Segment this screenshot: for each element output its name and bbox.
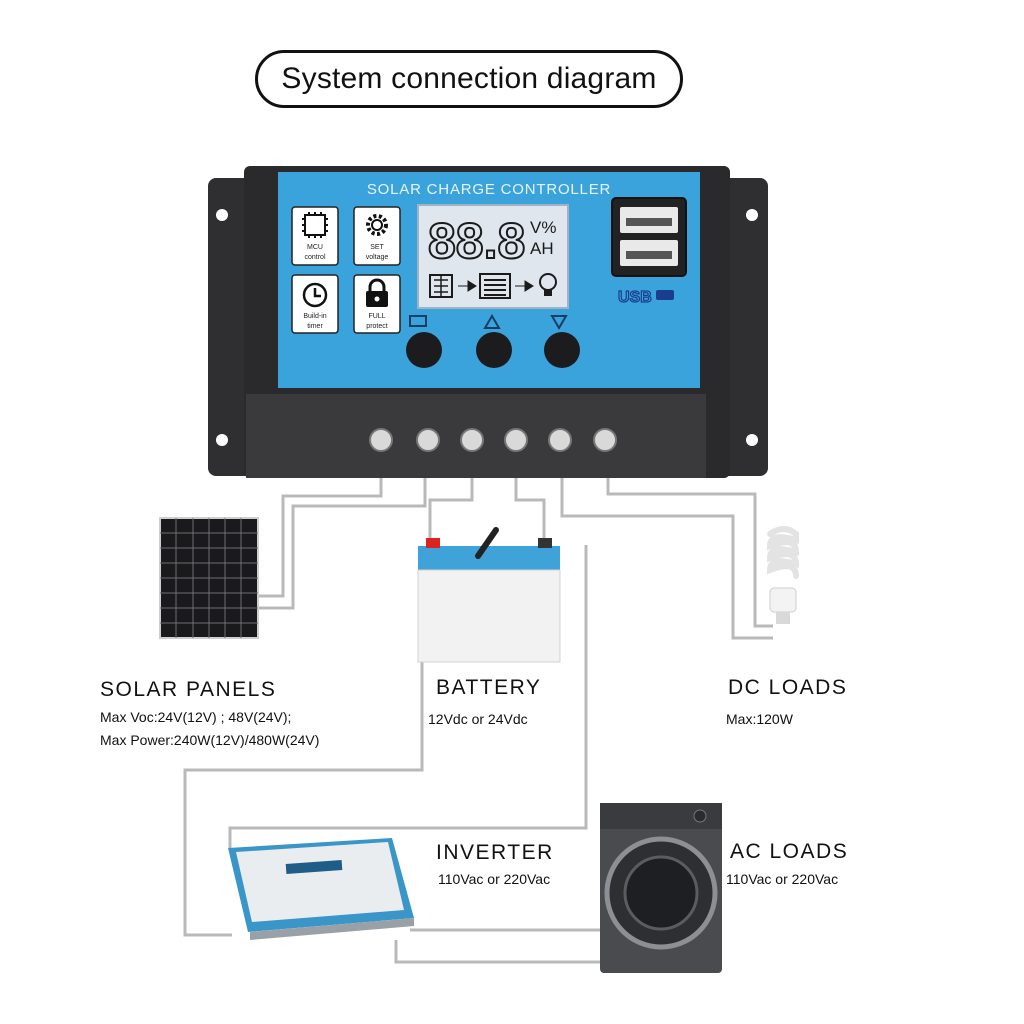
bulb-collar (769, 587, 797, 613)
wire-inverter-ac-b (394, 940, 604, 964)
washer-window (623, 855, 699, 931)
solar-charge-controller: SOLAR CHARGE CONTROLLER MCU control SET … (208, 166, 768, 478)
lcd-arrow-icon (515, 280, 534, 292)
terminal-screw-6[interactable] (593, 428, 617, 452)
timer-label-2: timer (307, 323, 323, 330)
set-tile (353, 206, 401, 266)
lcd-bulb-base (544, 290, 552, 296)
menu-icon (409, 315, 427, 327)
feature-icons: MCU control SET voltage Build-in timer (291, 206, 401, 334)
dc-loads-spec: Max:120W (726, 711, 793, 727)
solar-panels-spec-power: Max Power:240W(12V)/480W(24V) (100, 732, 320, 748)
mcu-label-1: MCU (307, 244, 323, 251)
down-button[interactable] (544, 332, 580, 368)
wire-solar-positive (258, 478, 383, 598)
wire-battery-negative (514, 478, 546, 545)
clock-icon (302, 282, 328, 308)
mcu-label-2: control (304, 254, 325, 261)
lcd-panel-grid (434, 275, 448, 297)
usb-label: USB (618, 289, 652, 306)
terminal-screw-2[interactable] (416, 428, 440, 452)
terminal-screw-3[interactable] (460, 428, 484, 452)
mount-hole (746, 209, 758, 221)
timer-label-1: Build-in (303, 313, 326, 320)
gear-icon (366, 214, 388, 236)
wire-battery-positive (428, 478, 474, 545)
terminal-screw-5[interactable] (548, 428, 572, 452)
solar-panels-label: SOLAR PANELS (100, 678, 277, 701)
wire-solar-negative (258, 478, 427, 610)
usb-port-2-tongue (626, 251, 672, 259)
usb-symbol-icon (656, 290, 674, 300)
up-triangle-icon (483, 314, 501, 329)
battery-lid (418, 546, 560, 570)
inverter-label: INVERTER (436, 841, 554, 864)
ac-loads-label: AC LOADS (730, 840, 849, 863)
washer-dial (693, 809, 707, 823)
timer-tile (291, 274, 339, 334)
controller-name: SOLAR CHARGE CONTROLLER (367, 181, 611, 198)
usb-port-1-tongue (626, 218, 672, 226)
wire-dc-load-negative (606, 478, 773, 628)
ac-loads-spec: 110Vac or 220Vac (726, 871, 839, 887)
lcd-flow-icons (429, 273, 557, 299)
up-button[interactable] (476, 332, 512, 368)
battery-case (417, 569, 561, 663)
inverter-base (250, 918, 414, 940)
lcd-battery-bars (484, 279, 506, 296)
bulb-image (766, 526, 800, 624)
battery-handle (475, 527, 499, 559)
bulb-base (776, 612, 790, 624)
chip-icon (302, 212, 328, 238)
wire-battery-inverter-b (228, 545, 588, 848)
lcd-digits: 88.8 (428, 213, 525, 269)
washing-machine-image (600, 803, 722, 973)
battery-terminal-negative (538, 538, 552, 548)
lock-icon (366, 278, 388, 307)
solar-panel-cells (160, 518, 258, 638)
terminals (369, 428, 617, 452)
lcd-arrow-icon (458, 280, 477, 292)
protect-label-1: FULL (368, 313, 385, 320)
bulb-spiral (766, 526, 800, 579)
usb-ports: USB (611, 197, 687, 307)
wiring (183, 478, 773, 964)
wire-dc-load-positive (560, 478, 773, 640)
solar-panels-spec-voc: Max Voc:24V(12V) ; 48V(24V); (100, 709, 292, 725)
down-triangle-icon (550, 315, 568, 330)
terminal-screw-1[interactable] (369, 428, 393, 452)
lcd-unit-top: V% (530, 218, 556, 237)
inverter-image (228, 838, 414, 940)
battery-label: BATTERY (436, 676, 542, 699)
protect-label-2: protect (366, 323, 387, 330)
set-label-2: voltage (366, 254, 389, 261)
lcd-unit-bottom: AH (530, 239, 554, 258)
battery-image (417, 527, 561, 663)
diagram-title-text: System connection diagram (281, 62, 657, 95)
inverter-logo (285, 860, 343, 874)
dc-loads-label: DC LOADS (728, 676, 848, 699)
lcd-display: 88.8 V% AH (417, 204, 569, 309)
battery-terminal-positive (426, 538, 440, 548)
mount-hole (746, 434, 758, 446)
battery-spec: 12Vdc or 24Vdc (428, 711, 528, 727)
solar-panel-image (159, 517, 259, 639)
inverter-spec: 110Vac or 220Vac (438, 871, 551, 887)
diagram-title: System connection diagram (255, 50, 683, 108)
lcd-battery-icon (479, 273, 511, 299)
terminal-screw-4[interactable] (504, 428, 528, 452)
mount-hole (216, 434, 228, 446)
control-buttons (406, 314, 580, 368)
mount-hole (216, 209, 228, 221)
inverter-top (236, 842, 404, 922)
menu-button[interactable] (406, 332, 442, 368)
wire-battery-inverter-a (183, 660, 424, 937)
set-label-1: SET (370, 244, 384, 251)
